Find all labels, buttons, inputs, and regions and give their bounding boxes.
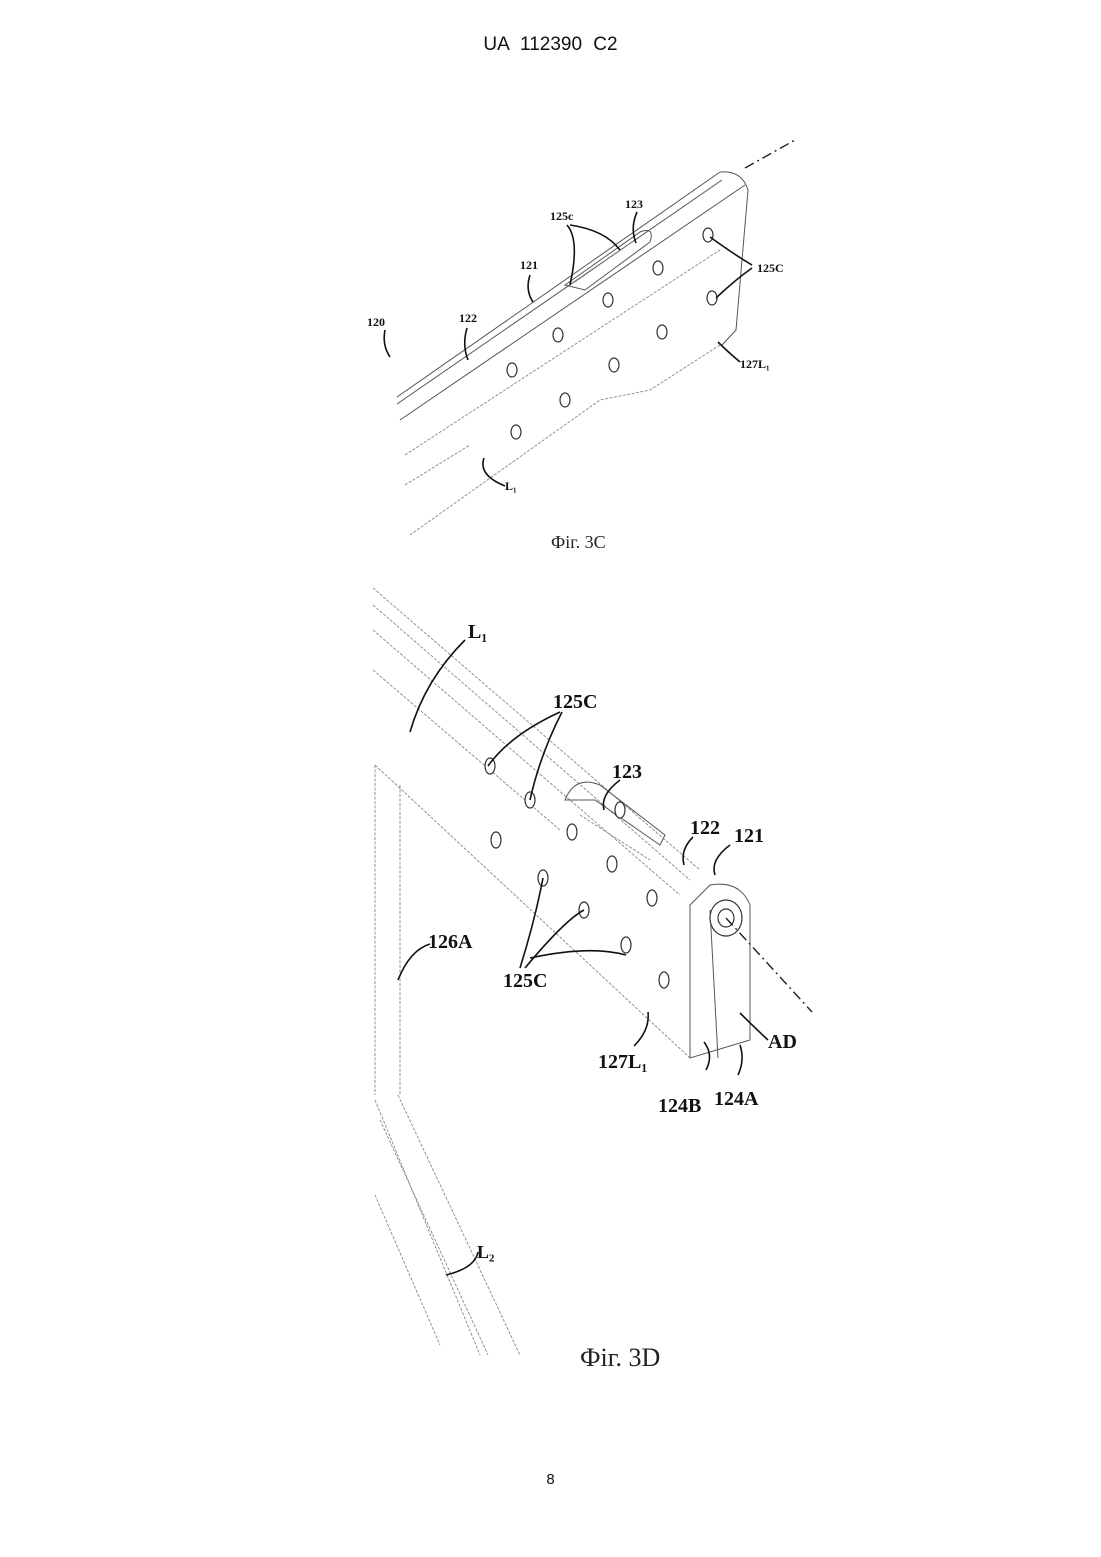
label-L1: L₁ bbox=[505, 479, 517, 493]
label-L2: L₂ bbox=[477, 1242, 494, 1262]
leg-edge bbox=[380, 1120, 488, 1355]
hole bbox=[607, 856, 617, 872]
hole bbox=[553, 328, 563, 342]
leg-edge bbox=[398, 1095, 520, 1355]
leader-L1 bbox=[483, 458, 505, 486]
leader-125C bbox=[716, 268, 752, 298]
page-number: 8 bbox=[0, 1471, 1101, 1488]
label-122: 122 bbox=[690, 817, 720, 839]
label-127L1: 127L₁ bbox=[740, 357, 770, 371]
leader-125c bbox=[570, 225, 620, 250]
leader-125C bbox=[530, 951, 626, 958]
label-125C-mid: 125C bbox=[503, 970, 547, 992]
leg-edge bbox=[375, 1195, 440, 1345]
caption-fig-3d: Фіг. 3D bbox=[580, 1343, 660, 1372]
leader-122 bbox=[683, 837, 693, 865]
rail-edge bbox=[373, 605, 690, 880]
hole bbox=[707, 291, 717, 305]
leader-126A bbox=[398, 944, 430, 980]
leader-123 bbox=[633, 212, 637, 243]
leader-121 bbox=[714, 845, 730, 875]
label-125c: 125c bbox=[550, 209, 574, 223]
leader-124B bbox=[704, 1042, 710, 1070]
label-121: 121 bbox=[734, 825, 764, 847]
label-124A: 124A bbox=[714, 1088, 759, 1110]
leader-125C bbox=[710, 237, 752, 265]
slot-inner bbox=[580, 815, 650, 860]
hole bbox=[507, 363, 517, 377]
figure-3d: L₁ 125C 123 122 121 126A 125C AD 127L₁ 1… bbox=[373, 588, 812, 1372]
hole bbox=[703, 228, 713, 242]
leader-120 bbox=[384, 330, 390, 357]
hole bbox=[609, 358, 619, 372]
label-125C: 125C bbox=[757, 261, 784, 275]
leader-127L1 bbox=[718, 342, 740, 362]
hole bbox=[560, 393, 570, 407]
hole bbox=[657, 325, 667, 339]
label-124B: 124B bbox=[658, 1095, 701, 1117]
leader-AD bbox=[740, 1013, 768, 1040]
label-123: 123 bbox=[625, 197, 643, 211]
hole bbox=[485, 758, 495, 774]
label-L1: L₁ bbox=[468, 621, 487, 643]
label-120: 120 bbox=[367, 315, 385, 329]
leader-121 bbox=[528, 275, 533, 302]
hole bbox=[621, 937, 631, 953]
axis-line-3d bbox=[726, 918, 812, 1012]
hole bbox=[511, 425, 521, 439]
hole bbox=[491, 832, 501, 848]
hole bbox=[603, 293, 613, 307]
rail-edge bbox=[373, 588, 700, 870]
hole bbox=[653, 261, 663, 275]
figure-3c: 120 122 121 125c 123 125C 127L₁ L₁ Фіг. … bbox=[367, 140, 795, 552]
hole bbox=[659, 972, 669, 988]
hole bbox=[615, 802, 625, 818]
hole bbox=[567, 824, 577, 840]
label-123: 123 bbox=[612, 761, 642, 783]
end-cap bbox=[720, 172, 748, 345]
label-122: 122 bbox=[459, 311, 477, 325]
caption-fig-3c: Фіг. 3C bbox=[551, 532, 606, 552]
leader-124A bbox=[738, 1045, 742, 1075]
leader-125C bbox=[520, 878, 543, 968]
body-edge bbox=[405, 250, 720, 455]
label-127L1: 127L₁ bbox=[598, 1051, 647, 1073]
body-edge bbox=[405, 445, 470, 485]
label-AD: AD bbox=[768, 1031, 797, 1053]
label-125C-top: 125C bbox=[553, 691, 597, 713]
body-lower-edge bbox=[410, 345, 720, 535]
label-121: 121 bbox=[520, 258, 538, 272]
leader-L1 bbox=[410, 640, 465, 732]
body-edge bbox=[375, 765, 690, 1058]
rail-edge bbox=[397, 172, 720, 397]
hole bbox=[647, 890, 657, 906]
label-126A: 126A bbox=[428, 931, 473, 953]
axis-line-3c bbox=[745, 140, 795, 168]
